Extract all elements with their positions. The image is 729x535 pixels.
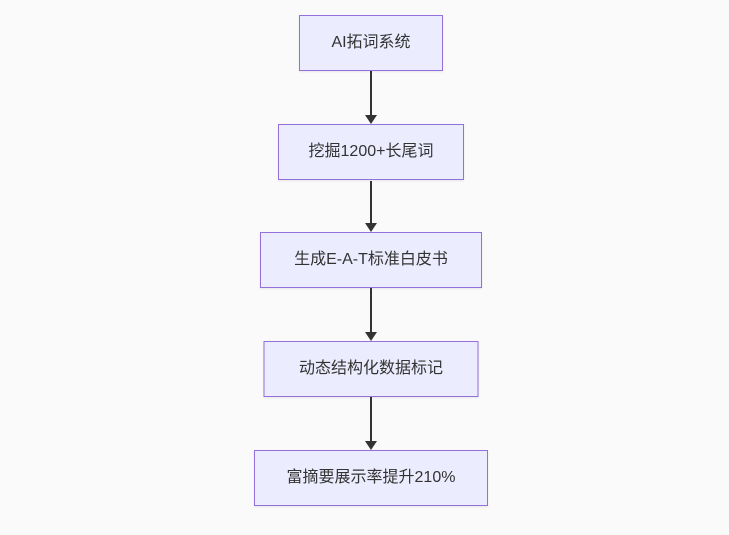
flow-node-label: 挖掘1200+长尾词	[308, 142, 434, 160]
flow-node-ai-keyword-system: AI拓词系统	[299, 15, 443, 71]
arrow-line	[370, 181, 372, 224]
arrow-head-icon	[365, 223, 377, 232]
arrow-line	[370, 288, 372, 333]
flow-arrow-4	[365, 397, 377, 450]
arrow-head-icon	[365, 115, 377, 124]
flow-node-eat-whitepaper: 生成E-A-T标准白皮书	[260, 232, 482, 288]
arrow-line	[370, 397, 372, 442]
arrow-head-icon	[365, 332, 377, 341]
flow-node-label: 动态结构化数据标记	[298, 359, 443, 377]
flow-node-label: AI拓词系统	[331, 33, 411, 51]
flow-node-structured-data: 动态结构化数据标记	[263, 341, 479, 397]
flow-arrow-3	[365, 288, 377, 341]
arrow-line	[370, 71, 372, 116]
flow-node-longtail-mining: 挖掘1200+长尾词	[278, 124, 464, 180]
flow-node-label: 富摘要展示率提升210%	[286, 468, 456, 486]
arrow-head-icon	[365, 441, 377, 450]
flow-node-rich-snippet-result: 富摘要展示率提升210%	[254, 450, 488, 506]
flow-arrow-2	[365, 181, 377, 232]
flow-arrow-1	[365, 71, 377, 124]
flow-node-label: 生成E-A-T标准白皮书	[294, 250, 448, 268]
